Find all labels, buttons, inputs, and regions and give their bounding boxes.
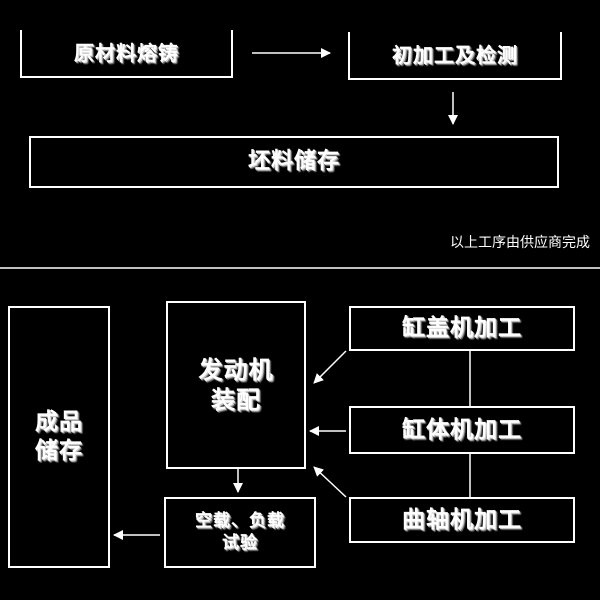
cylinder-block-label: 缸体机加工 <box>402 416 522 443</box>
crankshaft-box: 曲轴机加工 <box>349 497 575 543</box>
rough-machining-box: 初加工及检测 <box>348 32 562 80</box>
blank-storage-box: 坯料储存 <box>29 136 559 188</box>
load-test-box: 空载、负载 试验 <box>164 497 316 568</box>
casting-box: 原材料熔铸 <box>20 30 233 78</box>
supplier-note: 以上工序由供应商完成 <box>450 234 590 250</box>
load-test-label-line2: 试验 <box>222 532 258 553</box>
rough-machining-label: 初加工及检测 <box>392 42 518 67</box>
cylinder-head-box: 缸盖机加工 <box>349 306 575 351</box>
arrow-crank-to-assembly <box>313 466 347 498</box>
blank-storage-label: 坯料储存 <box>247 149 340 175</box>
finished-storage-label-line1: 成品 <box>35 409 83 436</box>
cylinder-block-box: 缸体机加工 <box>349 406 575 454</box>
engine-assembly-label-line2: 装配 <box>211 386 261 414</box>
arrow-head-to-assembly <box>313 350 347 384</box>
cylinder-head-label: 缸盖机加工 <box>402 315 522 342</box>
crankshaft-label: 曲轴机加工 <box>402 506 522 533</box>
engine-assembly-label-line1: 发动机 <box>198 356 274 384</box>
engine-assembly-box: 发动机 装配 <box>166 301 306 469</box>
casting-label: 原材料熔铸 <box>74 40 179 65</box>
finished-storage-label-line2: 储存 <box>35 438 83 464</box>
load-test-label-line1: 空载、负载 <box>195 511 285 532</box>
finished-storage-box: 成品 储存 <box>8 306 110 568</box>
